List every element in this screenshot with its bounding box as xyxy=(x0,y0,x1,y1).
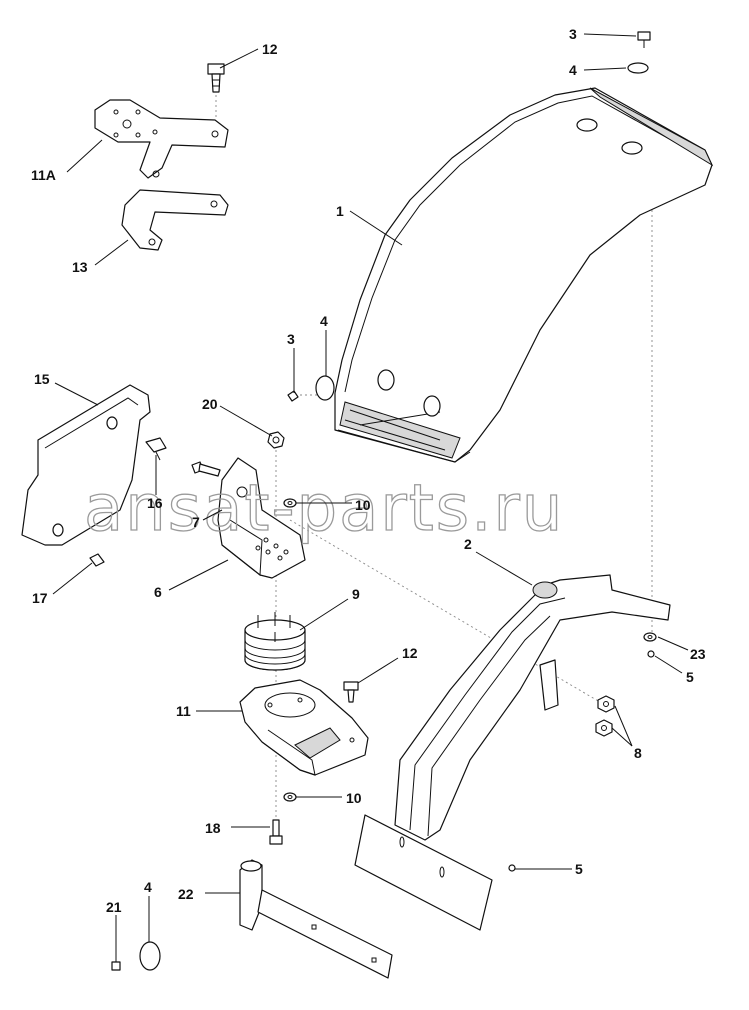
rubber-mount-part-9 xyxy=(244,612,306,671)
bracket-part-6 xyxy=(217,457,306,579)
watermark-text: ansat-parts.ru xyxy=(84,472,564,546)
callout-4-top: 4 xyxy=(569,62,577,78)
callout-22: 22 xyxy=(178,886,194,902)
callout-20: 20 xyxy=(202,396,218,412)
callout-11a: 11A xyxy=(31,167,56,183)
screw-part-21 xyxy=(111,961,121,971)
callout-4-mid: 4 xyxy=(320,313,328,329)
cap-part-4-bottom xyxy=(139,941,161,971)
bolt-part-12-mid xyxy=(343,681,359,703)
hardware-mid xyxy=(287,375,335,402)
bolt-part-7 xyxy=(191,461,221,477)
nut-part-5-bottom xyxy=(508,864,516,872)
callout-5-right: 5 xyxy=(686,669,694,685)
callout-23: 23 xyxy=(690,646,706,662)
bracket-arm-part-2 xyxy=(354,574,671,931)
callout-3-top: 3 xyxy=(569,26,577,42)
leader-lines xyxy=(52,33,689,962)
callout-17: 17 xyxy=(32,590,48,606)
base-plate-part-11 xyxy=(239,679,369,776)
callout-15: 15 xyxy=(34,371,50,387)
callout-9: 9 xyxy=(352,586,360,602)
support-bar-part-22 xyxy=(239,859,393,979)
callout-21: 21 xyxy=(106,899,122,915)
shield-part-15 xyxy=(21,384,151,546)
callout-8: 8 xyxy=(634,745,642,761)
callout-18: 18 xyxy=(205,820,221,836)
callout-10-bottom: 10 xyxy=(346,790,362,806)
washer-part-10-bottom xyxy=(283,792,297,802)
callout-1: 1 xyxy=(336,203,344,219)
nut-part-5-top xyxy=(647,650,655,658)
callout-16: 16 xyxy=(147,495,163,511)
washer-part-10-top xyxy=(283,498,297,508)
nut-part-20 xyxy=(267,431,285,449)
callout-12-top: 12 xyxy=(262,41,278,57)
callout-4-bottom: 4 xyxy=(144,879,152,895)
callout-2: 2 xyxy=(464,536,472,552)
callout-11: 11 xyxy=(176,703,191,719)
callout-5-bottom: 5 xyxy=(575,861,583,877)
screws-16-17 xyxy=(89,437,167,567)
bolt-part-18 xyxy=(269,819,283,845)
plate-part-11a xyxy=(94,99,229,179)
callout-3-mid: 3 xyxy=(287,331,295,347)
callout-labels: 3 4 1 12 11A 13 3 4 15 20 16 7 10 6 17 2… xyxy=(31,26,706,915)
plate-part-13 xyxy=(121,189,229,251)
callout-6: 6 xyxy=(154,584,162,600)
nuts-part-8 xyxy=(595,695,615,737)
fender-part-1 xyxy=(334,87,714,463)
callout-12-mid: 12 xyxy=(402,645,418,661)
washer-part-23 xyxy=(643,632,657,642)
callout-13: 13 xyxy=(72,259,88,275)
callout-10-top: 10 xyxy=(355,497,371,513)
callout-7: 7 xyxy=(192,514,200,530)
hardware-top xyxy=(627,31,651,74)
bolt-part-12-top xyxy=(207,63,225,93)
